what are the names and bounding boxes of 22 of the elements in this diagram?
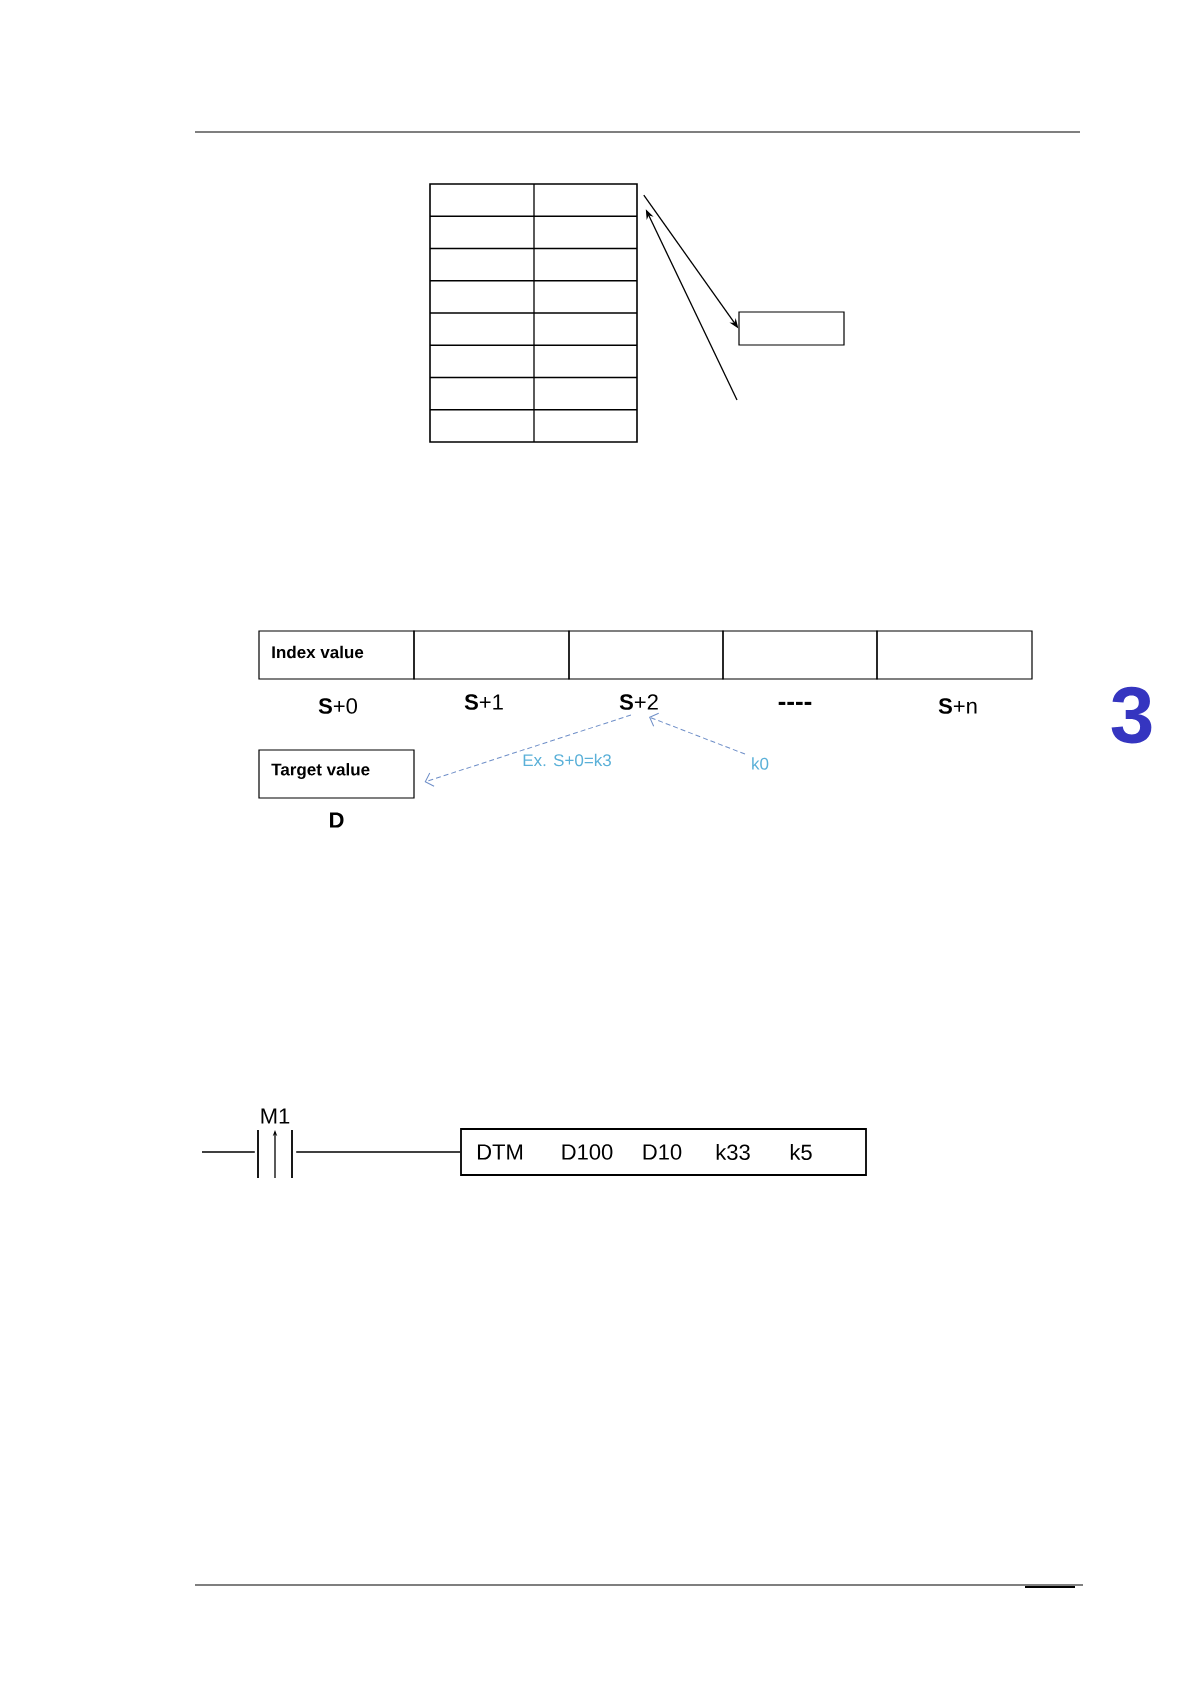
address-label: S+n	[938, 698, 977, 714]
table-cell	[722, 630, 878, 680]
edge-label: Ex. S+0=k3	[521, 752, 613, 768]
address-label: S+1	[464, 694, 503, 710]
target-cell: Target value D	[258, 749, 415, 828]
arrow	[424, 714, 632, 787]
arrow	[649, 712, 746, 755]
address-label: S+0	[318, 698, 357, 714]
connecting-line	[295, 1151, 461, 1153]
edge-label: k0	[752, 757, 769, 770]
address-label: S+2	[619, 694, 658, 710]
table-cell	[876, 630, 1033, 680]
table-cell	[413, 630, 570, 680]
empty-box	[738, 311, 845, 346]
connecting-line	[201, 1151, 256, 1153]
node-label: D	[330, 812, 344, 828]
chapter-number: 3	[1111, 686, 1152, 744]
table-grid	[429, 183, 638, 443]
instruction-box: DTM D100 D10 k33 k5	[460, 1128, 867, 1176]
index-cell: Index value	[258, 630, 415, 680]
ellipsis-dashes: ----	[778, 701, 812, 705]
table-cell	[568, 630, 724, 680]
